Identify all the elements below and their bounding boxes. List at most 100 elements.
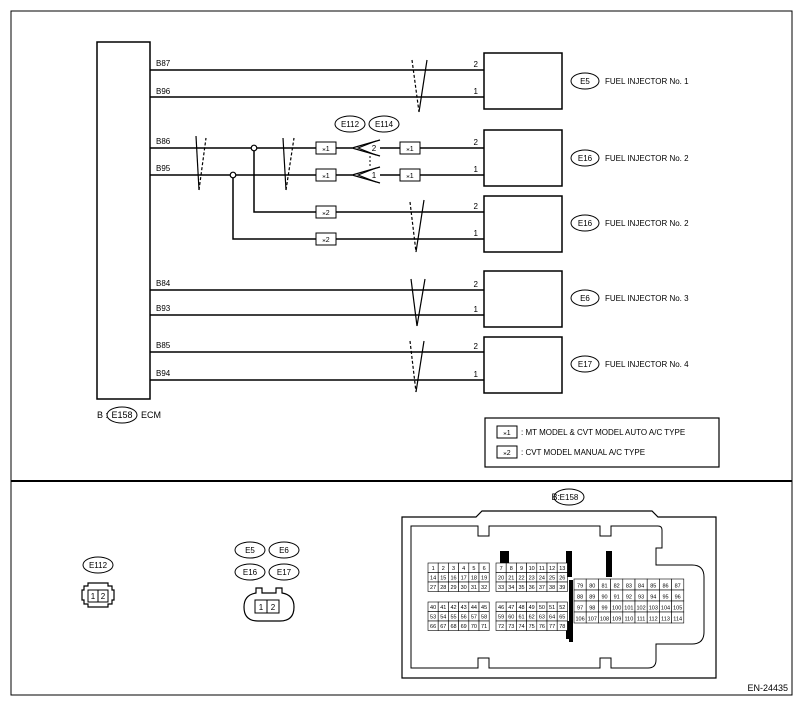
ecm-pin-number: 80	[589, 584, 595, 590]
ecm-pin-number: 98	[589, 606, 595, 612]
legend-marker: ⁎2	[503, 450, 511, 457]
e114-label: E114	[375, 120, 394, 129]
ecm-pin-number: 42	[450, 605, 456, 611]
ecm-connector-label: E158	[111, 410, 132, 420]
injector-connector-label: E5	[580, 77, 590, 86]
injector-connector-label: E16	[578, 154, 593, 163]
ecm-pin-number: 5	[472, 566, 475, 572]
variant-marker	[399, 141, 421, 155]
legend-text: : CVT MODEL MANUAL A/C TYPE	[521, 448, 645, 457]
ecm-housing-inner	[410, 525, 705, 669]
ecm-pin-cell	[478, 620, 490, 631]
variant-marker	[315, 141, 337, 155]
ecm-pin-number: 99	[601, 606, 607, 612]
ecm-pin-number: 88	[577, 595, 583, 601]
ecm-pin-number: 112	[649, 617, 658, 623]
injector-view-label: E17	[277, 568, 292, 577]
injector-box	[483, 129, 563, 187]
ecm-pin-number: 97	[577, 606, 583, 612]
connector-pin: 1	[91, 592, 96, 601]
ecm-pin-number: 43	[461, 605, 467, 611]
ecm-pin-number: 71	[481, 624, 487, 630]
legend-text: : MT MODEL & CVT MODEL AUTO A/C TYPE	[521, 428, 685, 437]
ecm-pin-number: 57	[471, 615, 477, 621]
ecm-pin-number: 37	[539, 585, 545, 591]
ecm-pin-number: 60	[508, 615, 514, 621]
ecm-pin-number: 92	[626, 595, 632, 601]
ecm-pin-number: 108	[600, 617, 609, 623]
ecm-pin-number: 33	[498, 585, 504, 591]
ecm-pin-number: 40	[430, 605, 436, 611]
harness-break-marks	[195, 59, 428, 393]
ecm-pin-number: 55	[450, 615, 456, 621]
ecm-pin-label: B96	[156, 87, 171, 96]
variant-marker-label: ⁎1	[322, 146, 330, 153]
connector-pin: 1	[259, 603, 264, 612]
ecm-pin-labels: B87 B96 B86 B95 B84 B93 B85 B94	[156, 59, 171, 378]
injector-connector-oval	[570, 355, 600, 373]
ecm-pin-number: 34	[508, 585, 514, 591]
ecm-pin-number: 38	[549, 585, 555, 591]
ecm-pin-number: 22	[518, 576, 524, 582]
legend: ⁎1 : MT MODEL & CVT MODEL AUTO A/C TYPE …	[484, 417, 720, 468]
ecm-pin-number: 82	[614, 584, 620, 590]
ecm-pin-number: 77	[549, 624, 555, 630]
injector-box	[483, 270, 563, 328]
connector-view-e112: E112 1 2	[81, 556, 115, 608]
ecm-pin-number: 58	[481, 615, 487, 621]
ecm-unit: B : E158 ECM	[96, 41, 161, 424]
ecm-pin-number: 69	[461, 624, 467, 630]
ecm-pin-number: 9	[520, 566, 523, 572]
ecm-pin-number: 30	[461, 585, 467, 591]
injector-connector-oval	[570, 214, 600, 232]
ecm-pin-number: 111	[637, 617, 645, 623]
ecm-pin-number: 47	[508, 605, 514, 611]
ecm-pin-number: 13	[559, 566, 565, 572]
ecm-pin-number: 54	[440, 615, 446, 621]
legend-marker-box	[496, 425, 518, 439]
ecm-pin-number: 23	[529, 576, 535, 582]
ecm-prefix: B :	[97, 410, 108, 420]
injector-connector-oval	[570, 72, 600, 90]
ecm-pin-number: 93	[638, 595, 644, 601]
splice-point	[250, 144, 258, 152]
injector-label: FUEL INJECTOR No. 1	[605, 77, 689, 86]
ecm-pin-number: 59	[498, 615, 504, 621]
wires	[150, 69, 484, 381]
splice-point	[229, 171, 237, 179]
ecm-pin-number: 27	[430, 585, 436, 591]
ecm-pin-number: 2	[442, 566, 445, 572]
legend-marker-box	[496, 445, 518, 459]
ecm-pin-number: 20	[498, 576, 504, 582]
injector-pin-label: 1	[474, 370, 479, 379]
variant-marker	[315, 205, 337, 219]
injector: 2 1 E17 FUEL INJECTOR No. 4	[474, 336, 689, 394]
injector-pin-label: 2	[474, 342, 479, 351]
variant-marker-label: ⁎1	[406, 173, 414, 180]
ecm-pin-number: 75	[529, 624, 535, 630]
injector-view-label: E5	[245, 546, 255, 555]
ecm-pin-number: 6	[483, 566, 486, 572]
ecm-pin-number: 25	[549, 576, 555, 582]
ecm-pin-label: B93	[156, 304, 171, 313]
joint-pin-label: 2	[372, 144, 377, 153]
e112-view-oval	[82, 556, 114, 574]
connector-view-injector: E5 E6 E16 E17 1 2	[234, 541, 300, 622]
ecm-pin-number: 16	[450, 576, 456, 582]
ecm-pin-number: 1	[432, 566, 435, 572]
connector-pin: 2	[271, 603, 276, 612]
ecm-pin-number: 90	[601, 595, 607, 601]
ecm-pin-number: 48	[518, 605, 524, 611]
ecm-pin-number: 44	[471, 605, 477, 611]
ecm-pin-number: 11	[539, 566, 545, 572]
ecm-pin-number: 14	[430, 576, 436, 582]
injector-view-oval	[234, 563, 266, 581]
ecm-pin-number: 12	[549, 566, 555, 572]
injector-box	[483, 336, 563, 394]
ecm-pin-number: 84	[638, 584, 644, 590]
variant-marker	[399, 168, 421, 182]
ecm-pin-number: 46	[498, 605, 504, 611]
ecm-pin-number: 78	[559, 624, 565, 630]
